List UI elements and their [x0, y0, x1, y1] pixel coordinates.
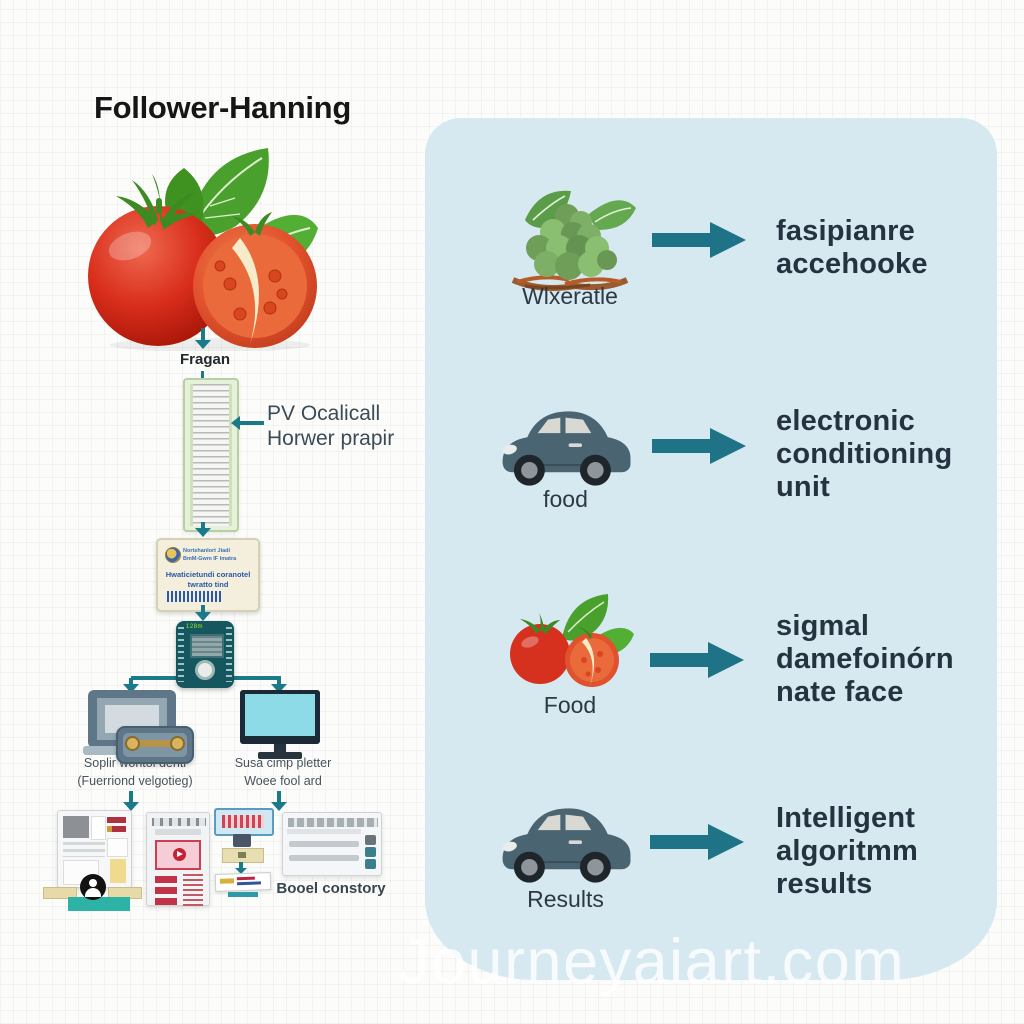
- right-arrow-icon: [652, 222, 746, 258]
- down-arrow-icon: [201, 522, 205, 528]
- row1-line1: fasipianre: [776, 215, 915, 247]
- play-badge-icon: [173, 848, 186, 861]
- right-output-label: Susa cimp pletter Woee fool ard: [218, 755, 348, 790]
- row4-caption: Results: [527, 886, 604, 912]
- car-icon: [502, 808, 631, 883]
- fruit-caption: Fragan: [179, 351, 230, 368]
- right-output-line2: Woee fool ard: [244, 773, 322, 788]
- right-arrow-icon: [652, 428, 746, 464]
- card-body-line2: twratto tind: [187, 579, 229, 589]
- row1-caption: Wlxeratle: [522, 283, 618, 309]
- page-title: Follower-Hanning: [94, 90, 351, 125]
- left-arrow-icon: [240, 421, 264, 425]
- dashed-connector: [201, 371, 204, 378]
- chip-screen: [190, 634, 224, 658]
- highlight-box: [155, 840, 201, 870]
- down-arrow-icon: [277, 678, 281, 684]
- row4-line1: Intelligent: [776, 802, 916, 834]
- row2-text: electronic conditioning unit: [776, 405, 952, 504]
- row3-text: sigmal damefoinórn nate face: [776, 610, 954, 709]
- row2-line2: conditioning: [776, 438, 953, 471]
- card-body-line1: Hwaticietundi coranotel: [165, 570, 251, 579]
- right-arrow-icon: [650, 642, 744, 678]
- row1-text: fasipianre accehooke: [776, 215, 928, 281]
- column-note: PV Ocalicall Horwer prapir: [267, 402, 394, 452]
- row4-text: Intelligent algoritmm results: [776, 802, 918, 901]
- report-panel-icon: [282, 812, 382, 876]
- document-form-icon: [43, 810, 142, 911]
- person-badge-icon: [80, 874, 106, 900]
- row3-line1: sigmal: [776, 610, 870, 642]
- column-note-line2: Horwer prapir: [267, 426, 395, 450]
- row2-caption: food: [543, 486, 588, 512]
- vegetable-pile-icon: [511, 190, 636, 291]
- tomato-icon: [510, 594, 634, 687]
- left-output-line2: (Fuerriond velgotieg): [77, 773, 193, 788]
- row4-line3: results: [776, 868, 873, 901]
- row3-line2: damefoinórn: [776, 643, 954, 676]
- card-header-line1: Nortshanlort Jiadi: [183, 548, 231, 554]
- right-output-line1: Susa cimp pletter: [234, 756, 332, 770]
- mcu-device-icon: 128m: [176, 621, 234, 688]
- cassette-drive-icon: [116, 726, 194, 764]
- monitor-icon: [240, 690, 320, 760]
- down-arrow-icon: [129, 791, 133, 802]
- shipping-label-icon: [214, 808, 274, 897]
- card-emblem-icon: [165, 547, 181, 563]
- row2-line3: unit: [776, 471, 830, 504]
- ladder-chart-icon: [183, 378, 239, 532]
- row3-line3: nate face: [776, 676, 904, 709]
- row3-caption: Food: [543, 692, 597, 718]
- barcode-icon: [167, 591, 223, 602]
- row2-line1: electronic: [776, 405, 915, 437]
- document-report-icon: [146, 812, 210, 906]
- id-card: Nortshanlort Jiadi BmM-Gwm IF Imatra Hwa…: [156, 538, 260, 612]
- down-arrow-icon: [201, 605, 205, 612]
- row1-line2: accehooke: [776, 248, 928, 281]
- documents-caption: Booel constory: [276, 880, 386, 897]
- down-arrow-icon: [201, 328, 205, 340]
- card-header-line2: BmM-Gwm IF Imatra: [183, 556, 237, 563]
- row4-line2: algoritmm: [776, 835, 918, 868]
- car-icon: [502, 411, 631, 486]
- right-arrow-icon: [650, 824, 744, 860]
- tomato-illustration: [88, 148, 318, 351]
- down-arrow-icon: [239, 862, 243, 868]
- chip-label: 128m: [186, 624, 204, 630]
- chip-knob: [195, 660, 215, 680]
- down-arrow-icon: [277, 791, 281, 802]
- column-note-line1: PV Ocalicall: [267, 402, 381, 425]
- down-arrow-icon: [129, 678, 133, 684]
- watermark: Journeyaiart.com: [398, 927, 906, 997]
